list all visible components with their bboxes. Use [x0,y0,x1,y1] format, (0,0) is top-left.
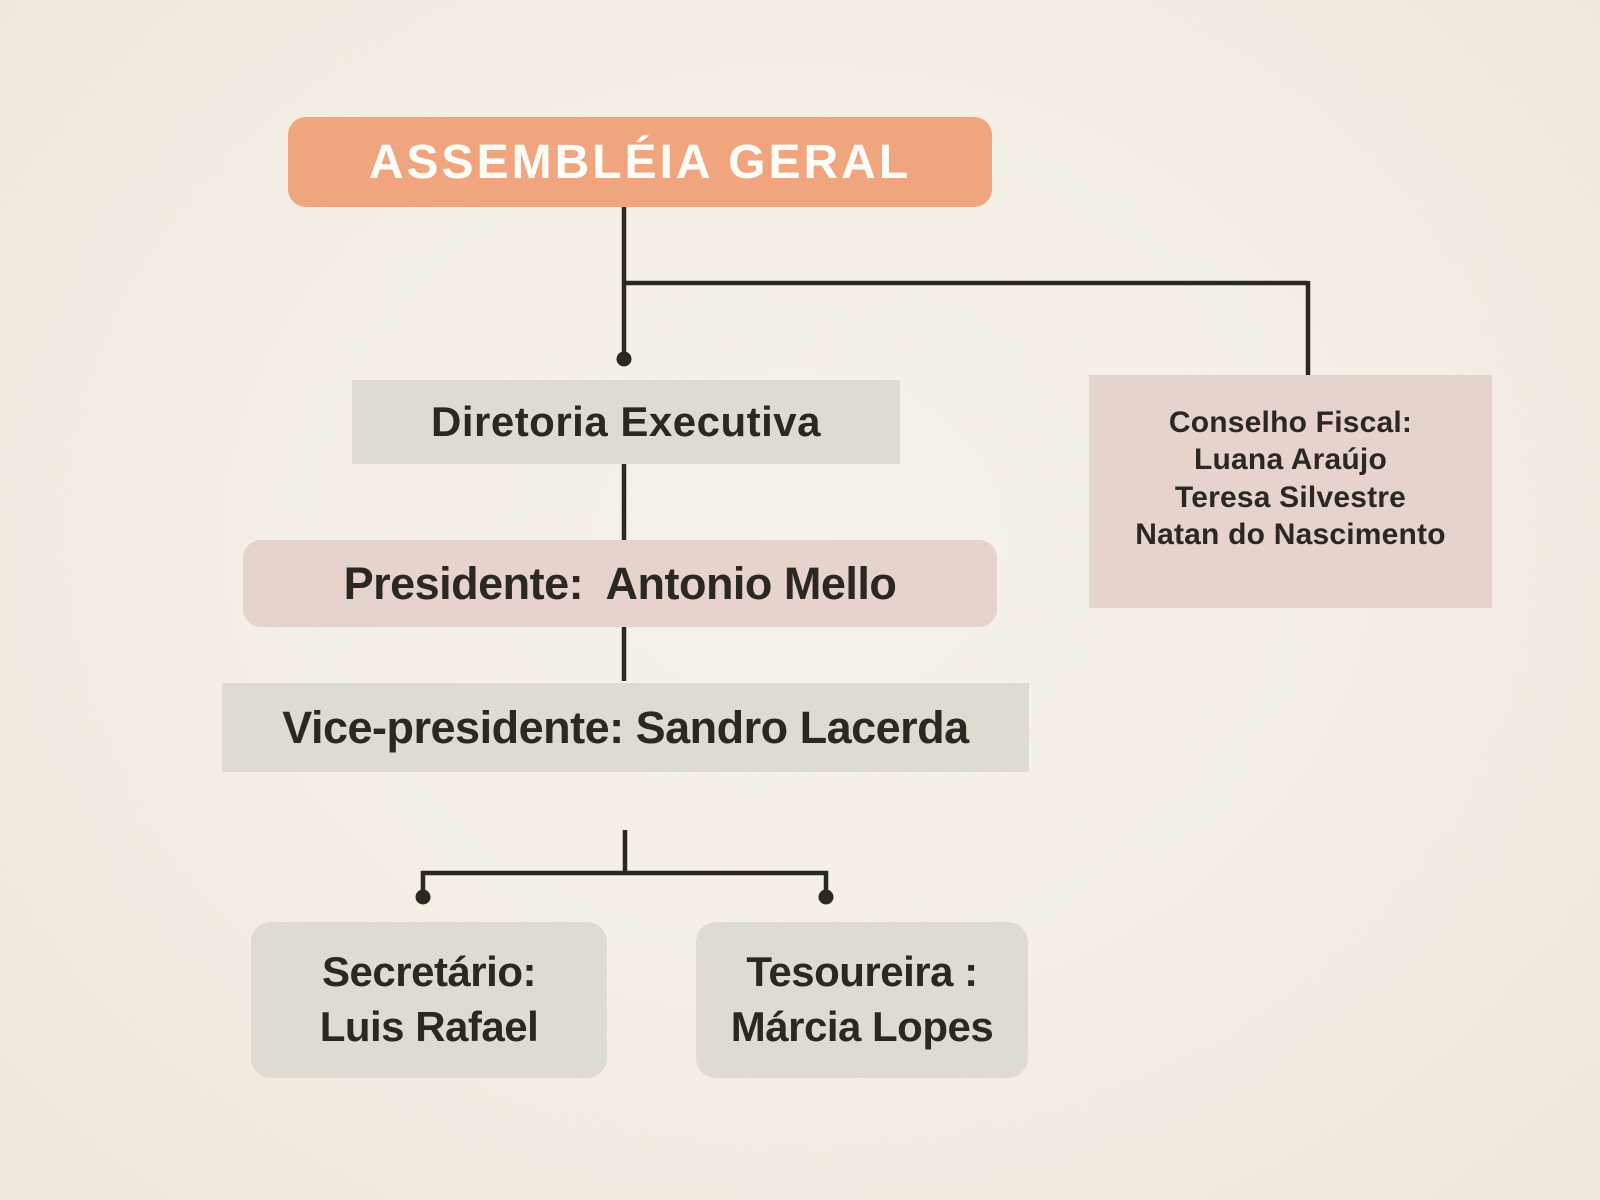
secretario-title: Secretário: [322,948,536,996]
node-tesoureira: Tesoureira : Márcia Lopes [696,922,1028,1078]
conselho-fiscal-member-1: Luana Araújo [1194,443,1387,476]
node-assembleia-geral: ASSEMBLÉIA GERAL [288,117,992,207]
tesoureira-title: Tesoureira : [746,948,978,996]
diretoria-executiva-label: Diretoria Executiva [430,398,821,445]
assembleia-geral-label: ASSEMBLÉIA GERAL [368,135,912,189]
node-secretario: Secretário: Luis Rafael [251,922,607,1078]
vice-presidente-label: Vice-presidente: Sandro Lacerda [282,701,969,753]
connector-dot-secretario [415,889,431,905]
conselho-fiscal-title: Conselho Fiscal: [1168,405,1413,439]
presidente-label: Presidente: Antonio Mello [343,557,897,609]
secretario-name: Luis Rafael [319,1003,539,1050]
conselho-fiscal-member-2: Teresa Silvestre [1174,480,1407,514]
node-diretoria-executiva: Diretoria Executiva [352,380,900,464]
connector-dot-diretoria [616,351,632,367]
tesoureira-name: Márcia Lopes [730,1003,994,1050]
node-conselho-fiscal: Conselho Fiscal: Luana Araújo Teresa Sil… [1089,375,1492,608]
conselho-fiscal-member-3: Natan do Nascimento [1135,518,1446,551]
connector-dot-tesoureira [818,889,834,905]
node-presidente: Presidente: Antonio Mello [243,540,997,627]
node-vice-presidente: Vice-presidente: Sandro Lacerda [222,683,1029,772]
